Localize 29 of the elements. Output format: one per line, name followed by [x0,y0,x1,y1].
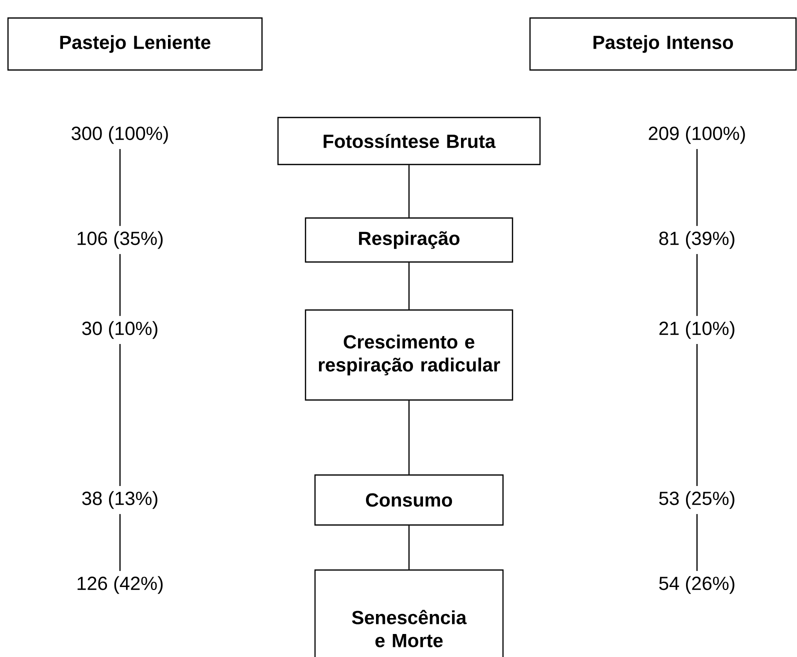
process-box: Consumo [314,474,504,526]
process-box: Crescimento e respiração radicular [304,309,514,401]
connector-line [696,514,698,571]
value-label: 81 (39%) [659,231,734,249]
value-label: 30 (10%) [82,321,158,339]
connector-line [696,149,698,226]
connector-line [119,344,121,486]
connector-line [119,254,121,316]
connector-line [119,149,121,226]
process-box: Fotossíntese Bruta [277,116,541,166]
connector-line [408,526,410,570]
connector-line [408,262,410,310]
connector-line [119,514,121,571]
value-label: 106 (35%) [78,231,163,249]
process-box: Respiração [304,217,514,263]
value-label: 53 (25%) [659,491,734,509]
process-box: Senescência e Morte [314,569,504,657]
connector-line [408,400,410,474]
connector-line [696,254,698,316]
value-label: 38 (13%) [82,491,158,509]
value-label: 209 (100%) [648,126,745,144]
heading-box: Pastejo Leniente [7,17,263,71]
connector-line [408,165,410,218]
value-label: 54 (26%) [659,576,734,594]
connector-line [696,344,698,486]
heading-box: Pastejo Intenso [529,17,797,71]
value-label: 21 (10%) [659,321,734,339]
value-label: 300 (100%) [72,126,168,144]
value-label: 126 (42%) [78,576,163,594]
